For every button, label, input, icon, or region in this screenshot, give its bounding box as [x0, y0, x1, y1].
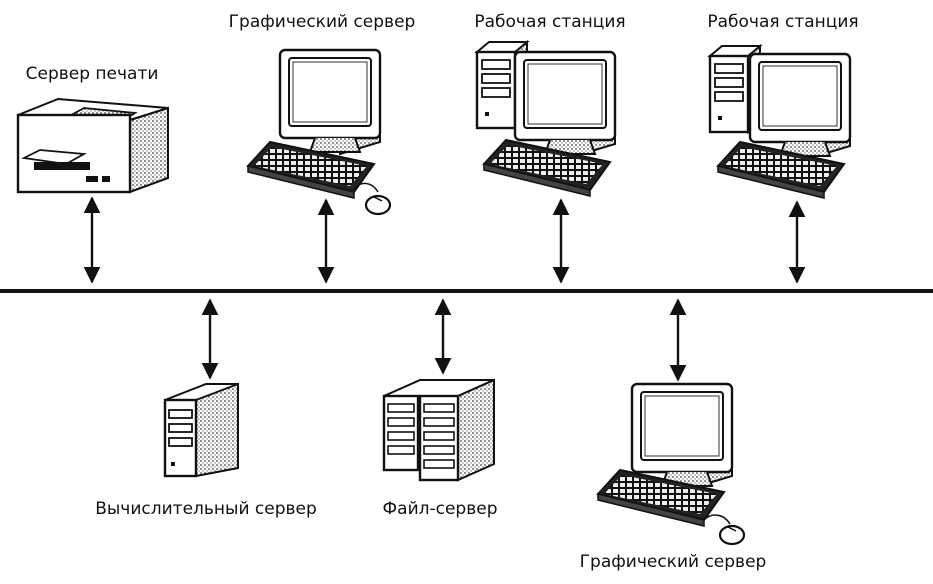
label-workstation-2: Рабочая станция: [707, 12, 859, 32]
label-compute-server: Вычислительный сервер: [95, 499, 317, 519]
label-print-server: Сервер печати: [25, 64, 159, 84]
compute-server-icon: [163, 382, 239, 478]
workstation-2-icon: [708, 44, 852, 199]
label-graphics-server-top: Графический сервер: [228, 12, 416, 32]
label-workstation-1: Рабочая станция: [474, 12, 626, 32]
label-file-server: Файл-сервер: [382, 499, 498, 519]
printer-icon: [16, 97, 169, 194]
graphics-server-top-icon: [247, 48, 392, 216]
label-graphics-server-bottom: Графический сервер: [579, 552, 767, 572]
workstation-1-icon: [475, 40, 617, 197]
file-server-icon: [382, 378, 495, 482]
connection-arrows: [83, 196, 806, 382]
graphics-server-bottom-icon: [597, 382, 746, 546]
